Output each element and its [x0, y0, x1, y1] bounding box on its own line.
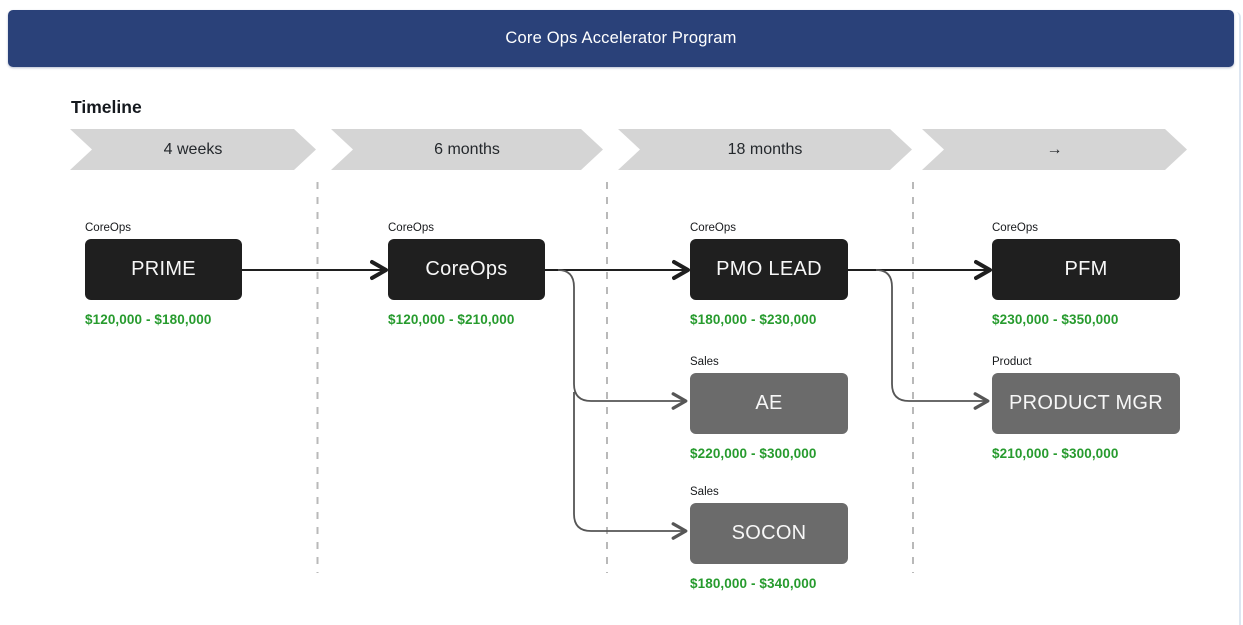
card-right-border: [1236, 12, 1241, 625]
role-coreops: CoreOps CoreOps $120,000 - $210,000: [388, 222, 545, 327]
role-socon-salary: $180,000 - $340,000: [690, 576, 817, 591]
role-pmo-lead: CoreOps PMO LEAD $180,000 - $230,000: [690, 222, 848, 327]
role-prime-salary: $120,000 - $180,000: [85, 312, 212, 327]
role-prime-box[interactable]: PRIME: [85, 239, 242, 300]
role-pmo-lead-box[interactable]: PMO LEAD: [690, 239, 848, 300]
role-pmo-lead-salary: $180,000 - $230,000: [690, 312, 817, 327]
role-coreops-box[interactable]: CoreOps: [388, 239, 545, 300]
role-socon: Sales SOCON $180,000 - $340,000: [690, 486, 848, 591]
role-pfm-salary: $230,000 - $350,000: [992, 312, 1119, 327]
timeline-stage-4: →: [922, 129, 1187, 170]
connector-pmolead-to-productmgr: [875, 269, 990, 410]
role-product-mgr-box[interactable]: PRODUCT MGR: [992, 373, 1180, 434]
role-ae: Sales AE $220,000 - $300,000: [690, 356, 848, 461]
role-prime-track: CoreOps: [85, 222, 132, 234]
timeline-stage-3: 18 months: [618, 129, 912, 170]
role-coreops-track: CoreOps: [388, 222, 435, 234]
role-ae-track: Sales: [690, 356, 719, 368]
role-prime: CoreOps PRIME $120,000 - $180,000: [85, 222, 242, 327]
timeline-heading: Timeline: [71, 97, 142, 117]
role-pfm: CoreOps PFM $230,000 - $350,000: [992, 222, 1180, 327]
role-pfm-box[interactable]: PFM: [992, 239, 1180, 300]
role-pfm-track: CoreOps: [992, 222, 1039, 234]
program-title: Core Ops Accelerator Program: [505, 29, 737, 47]
role-product-mgr: Product PRODUCT MGR $210,000 - $300,000: [992, 356, 1180, 461]
role-product-mgr-track: Product: [992, 356, 1032, 368]
timeline-stage-2: 6 months: [331, 129, 603, 170]
timeline-stage-1-label: 4 weeks: [163, 140, 223, 158]
role-pmo-lead-track: CoreOps: [690, 222, 737, 234]
timeline-stage-2-label: 6 months: [434, 140, 500, 158]
connector-coreops-to-socon: [573, 392, 688, 540]
role-socon-box[interactable]: SOCON: [690, 503, 848, 564]
program-header: Core Ops Accelerator Program: [8, 10, 1234, 67]
role-coreops-salary: $120,000 - $210,000: [388, 312, 515, 327]
role-ae-salary: $220,000 - $300,000: [690, 446, 817, 461]
timeline-stage-3-label: 18 months: [727, 140, 803, 158]
timeline-stage-1: 4 weeks: [70, 129, 316, 170]
role-product-mgr-salary: $210,000 - $300,000: [992, 446, 1119, 461]
timeline-stage-4-arrow-label: →: [1046, 140, 1063, 158]
role-socon-track: Sales: [690, 486, 719, 498]
role-ae-box[interactable]: AE: [690, 373, 848, 434]
connector-coreops-to-ae: [557, 269, 688, 410]
